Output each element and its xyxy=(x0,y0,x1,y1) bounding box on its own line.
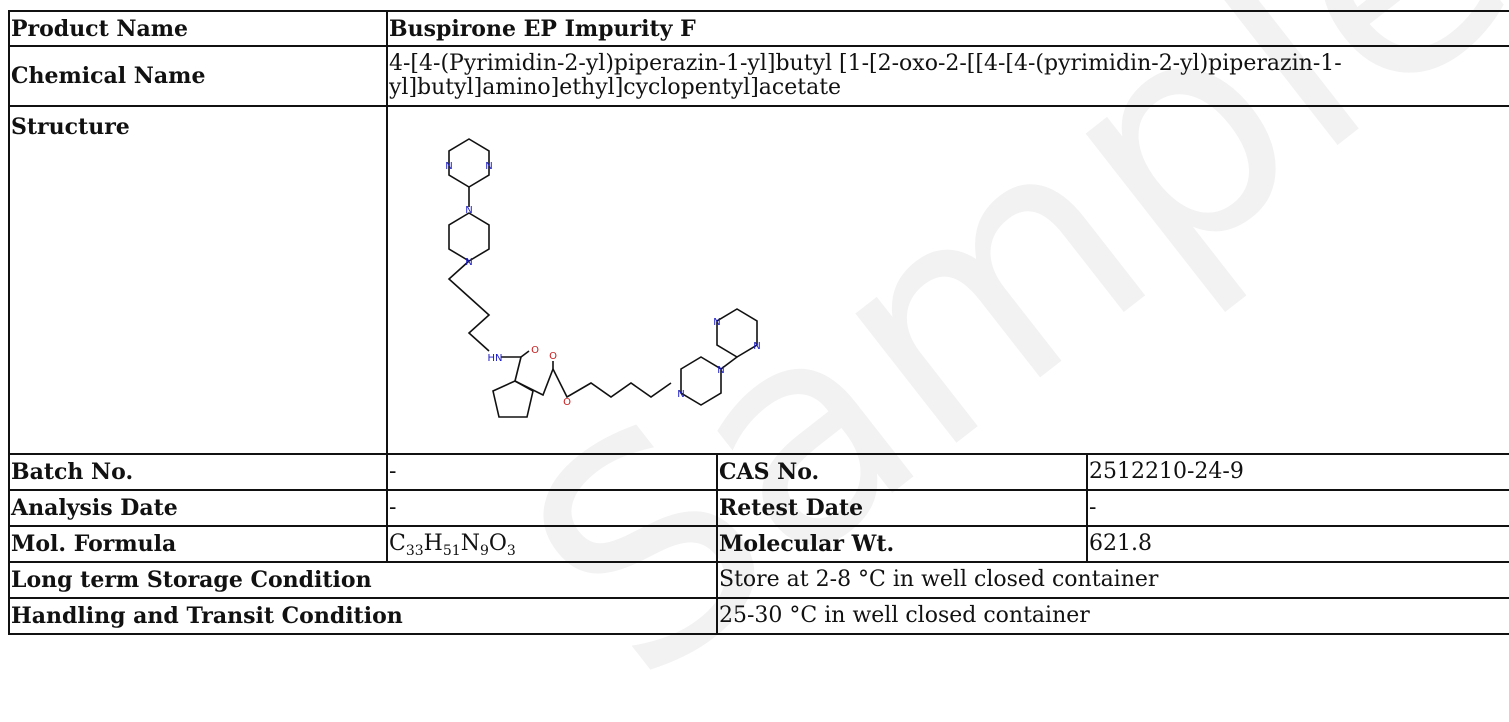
cas-no-label: CAS No. xyxy=(716,453,1088,491)
retest-date-label: Retest Date xyxy=(716,489,1088,527)
atom-n: N xyxy=(717,365,724,376)
atom-n: N xyxy=(445,161,452,172)
analysis-date-label: Analysis Date xyxy=(8,489,388,527)
row-chemical-name: Chemical Name 4-[4-(Pyrimidin-2-yl)piper… xyxy=(8,45,1509,107)
product-name-value: Buspirone EP Impurity F xyxy=(386,10,1509,47)
cas-no-value: 2512210-24-9 xyxy=(1086,453,1509,491)
atom-n: N xyxy=(713,317,720,328)
structure-cell: N N N N HN O O O N N N N xyxy=(386,105,1509,455)
handling-transit-value: 25-30 °C in well closed container xyxy=(716,597,1509,635)
chemical-name-value: 4-[4-(Pyrimidin-2-yl)piperazin-1-yl]buty… xyxy=(386,45,1509,107)
row-long-term-storage: Long term Storage Condition Store at 2-8… xyxy=(8,561,1509,599)
analysis-date-value: - xyxy=(386,489,718,527)
row-batch: Batch No. - CAS No. 2512210-24-9 xyxy=(8,453,1509,491)
row-product-name: Product Name Buspirone EP Impurity F xyxy=(8,10,1509,47)
batch-no-value: - xyxy=(386,453,718,491)
atom-o: O xyxy=(549,351,557,362)
atom-nh: HN xyxy=(488,353,503,364)
row-formula: Mol. Formula C33H51N9O3 Molecular Wt. 62… xyxy=(8,525,1509,563)
atom-n: N xyxy=(465,205,472,216)
retest-date-value: - xyxy=(1086,489,1509,527)
mol-formula-value: C33H51N9O3 xyxy=(386,525,718,563)
long-term-storage-value: Store at 2-8 °C in well closed container xyxy=(716,561,1509,599)
product-name-label: Product Name xyxy=(8,10,388,47)
batch-no-label: Batch No. xyxy=(8,453,388,491)
structure-image: N N N N HN O O O N N N N xyxy=(445,138,761,418)
atom-o: O xyxy=(531,345,539,356)
molecular-wt-label: Molecular Wt. xyxy=(716,525,1088,563)
atom-n: N xyxy=(753,341,760,352)
chemical-name-label: Chemical Name xyxy=(8,45,388,107)
atom-o: O xyxy=(563,397,571,408)
handling-transit-label: Handling and Transit Condition xyxy=(8,597,718,635)
row-handling-transit: Handling and Transit Condition 25-30 °C … xyxy=(8,597,1509,635)
structure-label-cell: Structure xyxy=(8,105,388,455)
row-analysis: Analysis Date - Retest Date - xyxy=(8,489,1509,527)
row-structure: Structure xyxy=(8,105,1509,455)
coa-table: Product Name Buspirone EP Impurity F Che… xyxy=(8,10,1509,635)
molecular-wt-value: 621.8 xyxy=(1086,525,1509,563)
atom-n: N xyxy=(485,161,492,172)
atom-n: N xyxy=(465,257,472,268)
long-term-storage-label: Long term Storage Condition xyxy=(8,561,718,599)
mol-formula-label: Mol. Formula xyxy=(8,525,388,563)
atom-n: N xyxy=(677,389,684,400)
structure-label: Structure xyxy=(11,114,130,140)
